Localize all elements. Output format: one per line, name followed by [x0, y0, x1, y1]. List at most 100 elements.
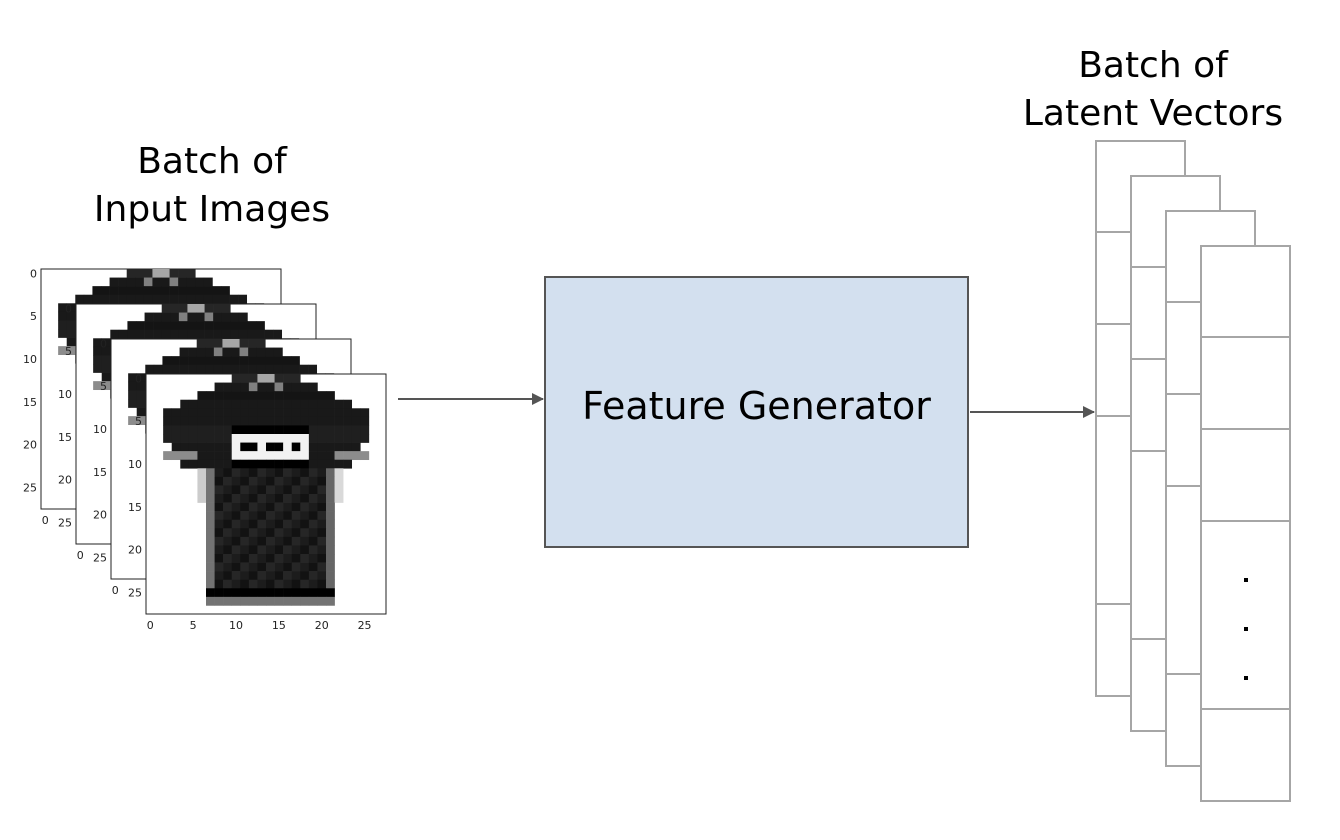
image-pixel [317, 579, 327, 589]
image-pixel [266, 511, 275, 521]
image-pixel [291, 382, 301, 392]
image-pixel [223, 554, 233, 563]
image-pixel [326, 434, 335, 443]
image-pixel [274, 485, 284, 495]
image-pixel [266, 416, 275, 426]
image-pixel [300, 562, 310, 572]
image-pixel [300, 545, 310, 555]
x-tick-label: 0 [42, 514, 49, 527]
image-pixel [144, 312, 154, 322]
image-pixel [238, 312, 248, 322]
image-pixel [58, 311, 68, 321]
image-pixel [196, 312, 205, 322]
image-pixel [214, 502, 224, 512]
image-pixel [171, 442, 181, 452]
image-pixel [256, 329, 265, 339]
image-pixel [308, 468, 318, 478]
image-pixel [58, 320, 68, 330]
image-pixel [136, 381, 146, 391]
image-pixel [93, 381, 103, 391]
image-pixel [240, 485, 250, 495]
image-pixel [161, 269, 170, 278]
image-pixel [223, 434, 233, 443]
image-pixel [257, 408, 267, 418]
image-pixel [266, 571, 275, 581]
image-pixel [326, 588, 335, 598]
image-pixel [283, 399, 293, 409]
image-pixel [308, 571, 318, 581]
image-pixel [223, 485, 233, 495]
image-pixel [256, 347, 266, 357]
image-pixel [118, 294, 128, 304]
image-pixel [291, 374, 301, 383]
image-pixel [223, 399, 233, 409]
image-pixel [169, 286, 179, 296]
image-pixel [92, 286, 102, 296]
image-pixel [240, 519, 250, 529]
image-pixel [343, 459, 353, 469]
image-pixel [240, 408, 250, 418]
image-pixel [214, 399, 224, 409]
image-pixel [266, 476, 275, 486]
image-pixel [326, 485, 335, 495]
image-pixel [231, 339, 240, 348]
image-pixel [221, 312, 231, 322]
image-pixel [143, 294, 153, 304]
image-pixel [196, 364, 206, 374]
image-pixel [248, 434, 258, 443]
image-pixel [317, 485, 327, 495]
image-pixel [317, 536, 327, 546]
image-pixel [214, 391, 224, 401]
image-pixel [283, 459, 293, 469]
image-pixel [248, 536, 258, 546]
image-pixel [213, 321, 223, 331]
image-pixel [231, 416, 241, 426]
image-pixel [163, 408, 173, 418]
image-pixel [223, 494, 233, 503]
image-pixel [247, 321, 257, 331]
image-pixel [101, 286, 110, 296]
image-pixel [248, 408, 258, 418]
image-pixel [326, 571, 335, 581]
image-pixel [300, 536, 310, 546]
image-pixel [197, 442, 207, 452]
image-pixel [222, 347, 232, 357]
image-pixel [206, 588, 215, 598]
y-tick-label: 20 [93, 509, 107, 522]
image-pixel [308, 451, 318, 461]
image-pixel [300, 485, 310, 495]
image-pixel [206, 511, 215, 521]
image-pixel [223, 425, 233, 435]
image-pixel [240, 434, 250, 443]
image-pixel [248, 339, 258, 348]
image-pixel [257, 485, 267, 495]
x-tick-label: 25 [358, 619, 372, 632]
image-pixel [317, 416, 327, 426]
image-pixel [101, 346, 111, 356]
image-pixel [248, 399, 258, 409]
image-pixel [204, 304, 214, 313]
y-tick-label: 20 [23, 439, 37, 452]
image-pixel [222, 364, 232, 374]
image-pixel [326, 459, 335, 469]
image-pixel [93, 346, 103, 356]
image-pixel [214, 382, 224, 392]
image-pixel [317, 511, 327, 521]
image-pixel [317, 391, 327, 401]
image-pixel [308, 554, 318, 563]
image-pixel [240, 459, 250, 469]
image-pixel [223, 511, 233, 521]
image-pixel [343, 399, 353, 409]
image-pixel [308, 545, 318, 555]
image-pixel [223, 408, 233, 418]
image-pixel [144, 321, 154, 331]
image-pixel [291, 356, 300, 366]
image-pixel [58, 329, 68, 338]
image-pixel [308, 399, 318, 409]
image-pixel [231, 571, 241, 581]
image-pixel [343, 434, 353, 443]
image-pixel [197, 416, 207, 426]
image-pixel [188, 442, 198, 452]
image-pixel [223, 571, 233, 581]
image-pixel [204, 321, 214, 331]
